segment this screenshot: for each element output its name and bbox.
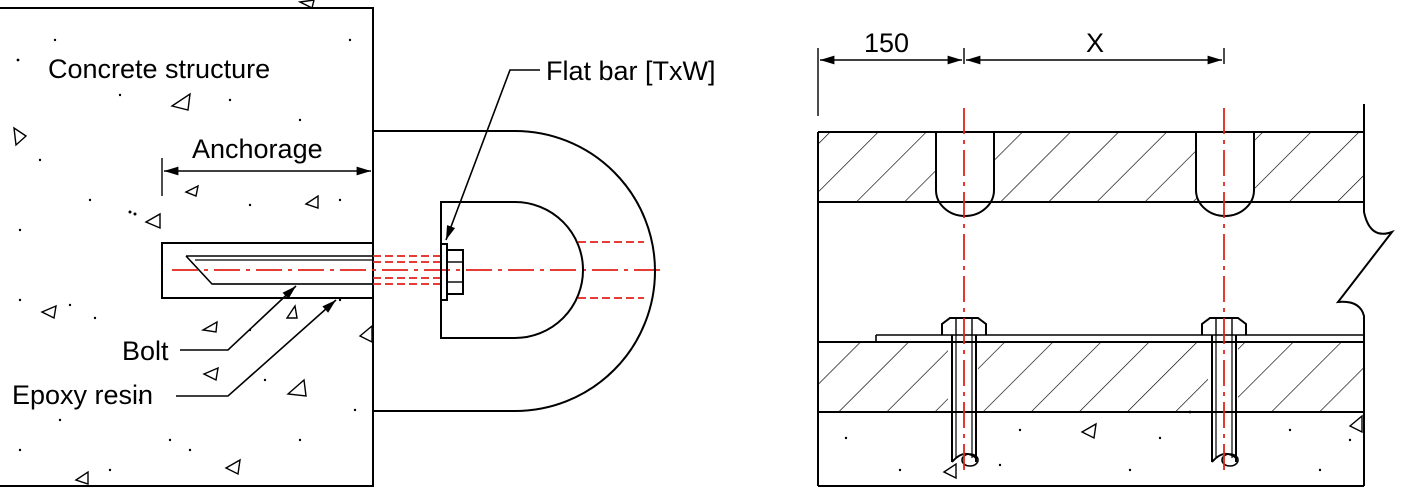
concrete-structure-label: Concrete structure bbox=[48, 54, 270, 84]
concrete-aggregate-triangles bbox=[13, 0, 373, 485]
flat-bar-label: Flat bar [TxW] bbox=[546, 56, 716, 86]
epoxy-resin-label: Epoxy resin bbox=[12, 380, 153, 410]
right-elevation-view: 150 X bbox=[817, 28, 1395, 487]
right-concrete-aggregate bbox=[844, 410, 1352, 472]
upper-flat-bar bbox=[818, 131, 1364, 217]
flat-bar-loop-outer bbox=[373, 130, 656, 412]
right-concrete-triangles bbox=[942, 414, 1363, 480]
left-section-view: Anchorage Concrete structure Flat bar [T… bbox=[0, 0, 716, 487]
flat-bar-loop-inner bbox=[440, 201, 584, 339]
hex-nut bbox=[446, 249, 464, 295]
concrete-aggregate bbox=[16, 38, 357, 472]
edge-dimension-value: 150 bbox=[864, 28, 909, 58]
bolt-label: Bolt bbox=[122, 336, 169, 366]
epoxy-leader bbox=[176, 299, 337, 397]
lower-flat-bar bbox=[818, 334, 1364, 413]
break-line bbox=[1335, 104, 1395, 486]
bolt-hidden-lines bbox=[373, 241, 644, 299]
flat-bar-leader bbox=[445, 69, 540, 241]
drilled-hole bbox=[161, 242, 373, 299]
concrete-block-outline bbox=[0, 7, 374, 487]
spacing-dimension-value: X bbox=[1086, 28, 1104, 58]
bolt-leader bbox=[180, 285, 297, 351]
anchorage-label: Anchorage bbox=[192, 134, 323, 164]
